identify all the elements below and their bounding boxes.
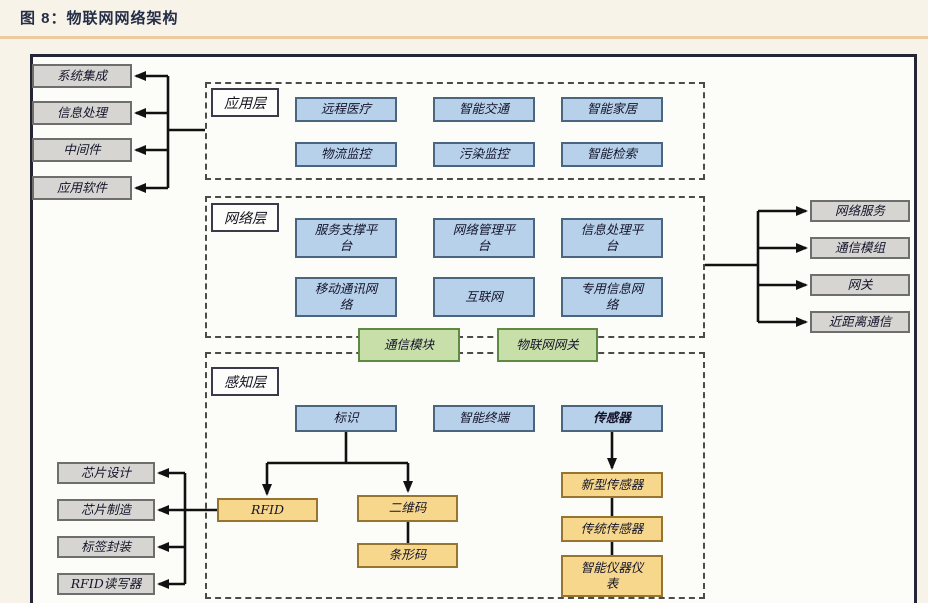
node-comm-module: 通信模块 <box>358 328 460 362</box>
node-chip-manufacture: 芯片制造 <box>57 499 155 521</box>
node-gateway: 网关 <box>810 274 910 296</box>
node-rfid-reader: RFID读写器 <box>57 573 155 595</box>
node-application-software: 应用软件 <box>32 176 132 200</box>
node-chip-design: 芯片设计 <box>57 462 155 484</box>
node-label-packaging: 标签封装 <box>57 536 155 558</box>
node-rfid: RFID <box>217 498 318 522</box>
node-short-range-comm: 近距离通信 <box>810 311 910 333</box>
node-pollution-monitoring: 污染监控 <box>433 142 535 167</box>
network-layer-label: 网络层 <box>211 203 279 232</box>
application-layer-region <box>205 82 705 180</box>
node-logistics-monitoring: 物流监控 <box>295 142 397 167</box>
figure-title: 图 8：物联网网络架构 <box>20 10 179 27</box>
node-network-service: 网络服务 <box>810 200 910 222</box>
node-information-processing: 信息处理 <box>32 101 132 125</box>
node-remote-medical: 远程医疗 <box>295 97 397 122</box>
node-identification: 标识 <box>295 405 397 432</box>
node-private-info-network: 专用信息网络 <box>561 277 663 317</box>
node-iot-gateway: 物联网网关 <box>497 328 598 362</box>
node-smart-instrument: 智能仪器仪表 <box>561 555 663 597</box>
node-comm-module-unit: 通信模组 <box>810 237 910 259</box>
node-internet: 互联网 <box>433 277 535 317</box>
node-barcode: 条形码 <box>357 543 458 568</box>
node-info-processing-platform: 信息处理平台 <box>561 218 663 258</box>
node-smart-search: 智能检索 <box>561 142 663 167</box>
node-qr-code: 二维码 <box>357 495 458 522</box>
node-smart-terminal: 智能终端 <box>433 405 535 432</box>
node-network-mgmt-platform: 网络管理平台 <box>433 218 535 258</box>
node-middleware: 中间件 <box>32 138 132 162</box>
node-smart-home: 智能家居 <box>561 97 663 122</box>
node-traditional-sensor: 传统传感器 <box>561 516 663 542</box>
application-layer-label: 应用层 <box>211 88 279 117</box>
node-service-support-platform: 服务支撑平台 <box>295 218 397 258</box>
perception-layer-label: 感知层 <box>211 367 279 396</box>
title-underline <box>0 36 928 39</box>
node-mobile-comm-network: 移动通讯网络 <box>295 277 397 317</box>
node-smart-transport: 智能交通 <box>433 97 535 122</box>
node-new-sensor: 新型传感器 <box>561 472 663 498</box>
node-system-integration: 系统集成 <box>32 64 132 88</box>
node-sensor: 传感器 <box>561 405 663 432</box>
